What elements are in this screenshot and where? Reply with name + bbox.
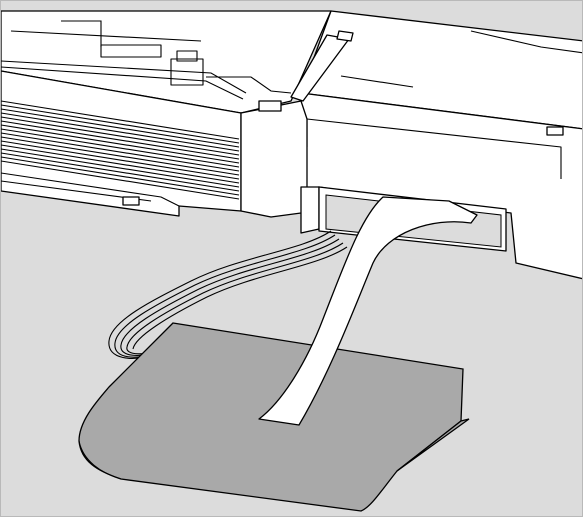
housing-slot — [122, 196, 140, 206]
wire-bundle — [108, 230, 348, 359]
connector-block — [240, 100, 564, 234]
flat-ribbon — [258, 196, 478, 426]
housing-rails — [1, 20, 292, 100]
housing-fins — [1, 100, 240, 200]
left-housing — [1, 10, 332, 217]
clip-arm — [290, 30, 354, 102]
right-module — [300, 10, 582, 280]
